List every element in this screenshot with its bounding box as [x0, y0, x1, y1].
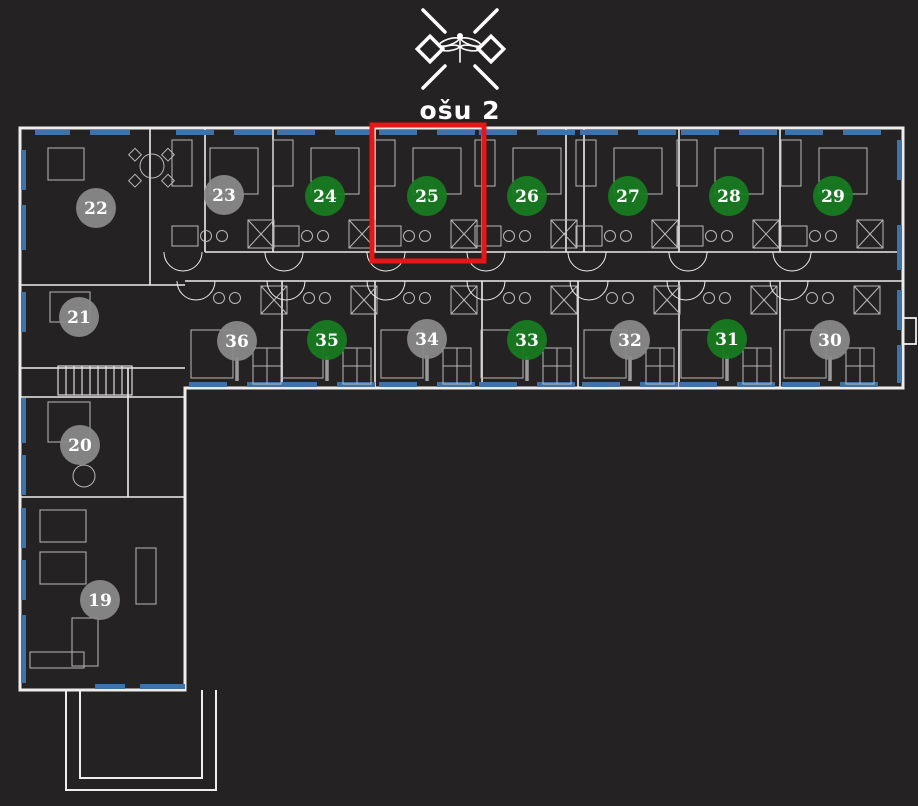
dragonfly-icon: [438, 32, 482, 63]
room-marker-35[interactable]: 35: [307, 320, 347, 381]
room-number: 22: [84, 199, 108, 219]
room-marker-20[interactable]: 20: [60, 425, 100, 465]
room-marker-33[interactable]: 33: [507, 320, 547, 381]
dragonfly-compass-icon: [414, 8, 507, 90]
room-number: 33: [515, 331, 539, 351]
room-number: 19: [88, 591, 112, 611]
room-number: 26: [515, 187, 539, 207]
room-number: 21: [67, 308, 91, 328]
room-number: 29: [821, 187, 845, 207]
room-number: 25: [415, 187, 439, 207]
room-number: 27: [616, 187, 640, 207]
room-number: 35: [315, 331, 339, 351]
room-number: 30: [818, 331, 842, 351]
room-number: 31: [715, 330, 739, 350]
room-marker-36[interactable]: 36: [217, 321, 257, 381]
terrace-outline: [65, 690, 217, 791]
room-number: 36: [225, 332, 249, 352]
room-marker-29[interactable]: 29: [813, 176, 853, 216]
room-number: 34: [415, 330, 439, 350]
room-marker-22[interactable]: 22: [76, 188, 116, 228]
room-marker-24[interactable]: 24: [305, 176, 345, 216]
floor-title: ošu 2: [420, 96, 501, 125]
room-number: 24: [313, 187, 337, 207]
room-marker-32[interactable]: 32: [610, 320, 650, 381]
room-marker-26[interactable]: 26: [507, 176, 547, 216]
building-walls: [18, 126, 917, 791]
room-marker-21[interactable]: 21: [59, 297, 99, 337]
room-marker-19[interactable]: 19: [80, 580, 120, 620]
room-marker-30[interactable]: 30: [810, 320, 850, 381]
room-marker-28[interactable]: 28: [709, 176, 749, 216]
furniture-layer: [163, 139, 884, 385]
room-number: 23: [212, 186, 236, 206]
room-marker-27[interactable]: 27: [608, 176, 648, 216]
room-number: 32: [618, 331, 642, 351]
room-marker-23[interactable]: 23: [204, 175, 244, 215]
room-number: 28: [717, 187, 741, 207]
room-markers-layer: 22 23 24 25 26 27 28 29 21 36 35 34 33 32 31 30 20 19: [59, 175, 853, 620]
windows-layer: [21, 130, 902, 689]
stairs: [57, 365, 133, 396]
room-marker-34[interactable]: 34: [407, 319, 447, 381]
selected-room-highlight: [369, 122, 487, 264]
highlight-box: [369, 122, 487, 264]
room-marker-31[interactable]: 31: [707, 319, 747, 381]
room-number: 20: [68, 436, 92, 456]
room-marker-25[interactable]: 25: [407, 176, 447, 216]
furniture-left-wing: [29, 147, 176, 669]
